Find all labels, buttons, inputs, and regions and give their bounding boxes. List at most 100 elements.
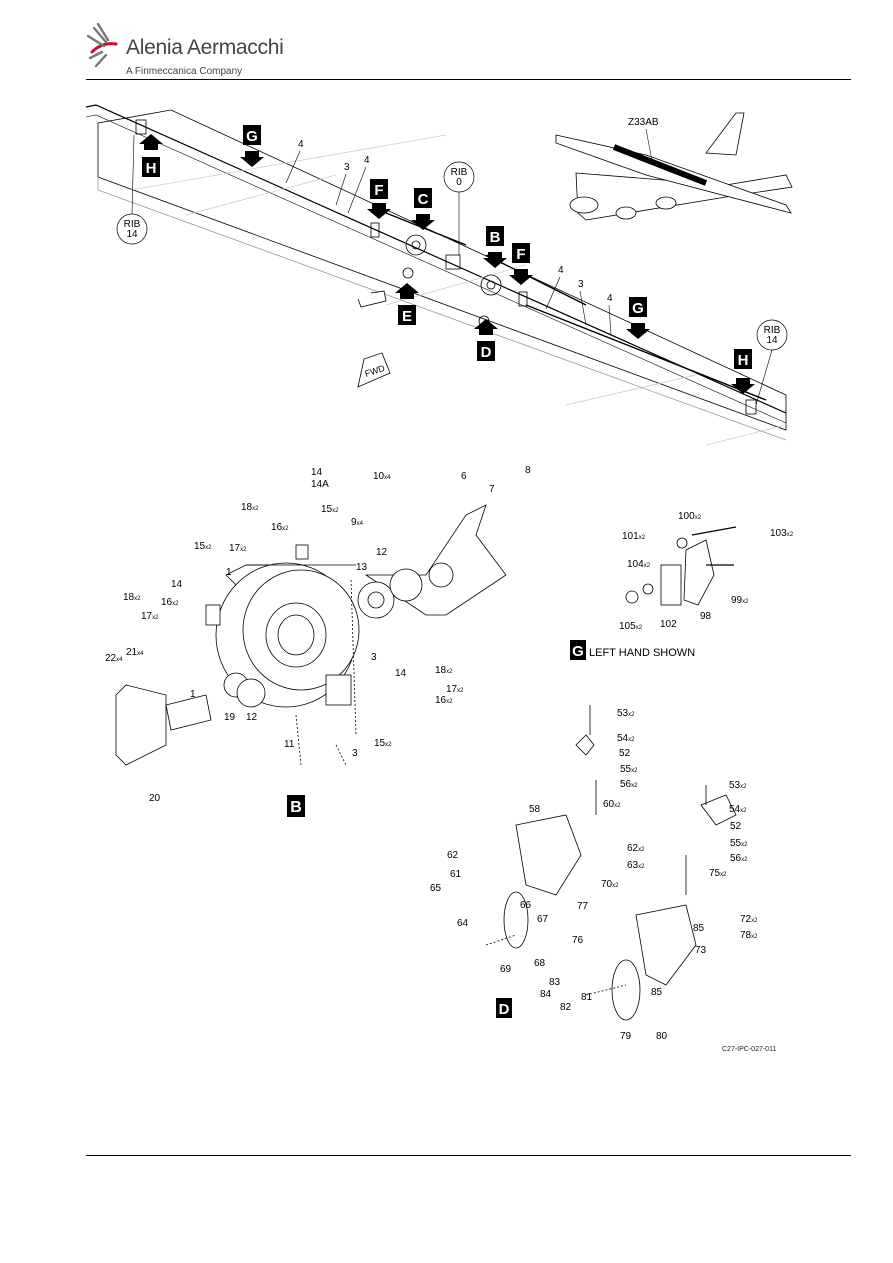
company-name: Alenia Aermacchi bbox=[126, 36, 284, 59]
callout: 3 bbox=[344, 162, 350, 173]
view-letter: H bbox=[146, 160, 157, 177]
svg-text:53x2: 53x2 bbox=[729, 780, 747, 791]
overview-callouts: 4 3 4 4 3 4 bbox=[285, 139, 613, 336]
svg-text:73: 73 bbox=[695, 945, 707, 956]
svg-text:56x2: 56x2 bbox=[620, 779, 638, 790]
svg-text:8: 8 bbox=[525, 465, 531, 476]
svg-text:76: 76 bbox=[572, 935, 584, 946]
svg-text:64: 64 bbox=[457, 918, 469, 929]
svg-text:69: 69 bbox=[500, 964, 512, 975]
svg-text:67: 67 bbox=[537, 914, 549, 925]
svg-text:20: 20 bbox=[149, 793, 161, 804]
svg-text:77: 77 bbox=[577, 901, 589, 912]
svg-text:54x2: 54x2 bbox=[729, 804, 747, 815]
callout: 3 bbox=[578, 279, 584, 290]
view-letter: B bbox=[490, 229, 501, 246]
svg-text:103x2: 103x2 bbox=[770, 528, 794, 539]
detail-d-letter: D bbox=[499, 1001, 510, 1018]
fwd-arrow: FWD bbox=[357, 352, 391, 388]
illustration-reference: C27-IPC-027-011 bbox=[722, 1046, 777, 1053]
footer-rule bbox=[86, 1155, 851, 1156]
svg-text:6: 6 bbox=[461, 471, 467, 482]
detail-g-drawing bbox=[625, 526, 737, 606]
svg-text:18x2: 18x2 bbox=[241, 502, 259, 513]
svg-text:68: 68 bbox=[534, 958, 546, 969]
svg-text:21x4: 21x4 bbox=[126, 647, 144, 658]
svg-text:72x2: 72x2 bbox=[740, 914, 758, 925]
svg-text:105x2: 105x2 bbox=[619, 621, 643, 632]
svg-text:56x2: 56x2 bbox=[730, 853, 748, 864]
svg-text:85: 85 bbox=[651, 987, 663, 998]
svg-text:14A: 14A bbox=[311, 479, 329, 490]
detail-d-drawing bbox=[485, 705, 737, 1021]
svg-text:58: 58 bbox=[529, 804, 541, 815]
svg-text:18x2: 18x2 bbox=[123, 592, 141, 603]
wing-overview bbox=[86, 104, 787, 446]
svg-text:75x2: 75x2 bbox=[709, 868, 727, 879]
svg-text:53x2: 53x2 bbox=[617, 708, 635, 719]
svg-text:12: 12 bbox=[246, 712, 258, 723]
svg-text:63x2: 63x2 bbox=[627, 860, 645, 871]
detail-b-callouts: 14 14A 10x4 6 8 7 18x2 15x2 9x4 16x2 17x… bbox=[105, 465, 531, 817]
detail-d-callouts: 53x2 54x2 52 55x2 56x2 58 60x2 53x2 54x2… bbox=[430, 708, 758, 1042]
svg-text:62x2: 62x2 bbox=[627, 843, 645, 854]
svg-text:82: 82 bbox=[560, 1002, 572, 1013]
svg-text:7: 7 bbox=[489, 484, 495, 495]
company-subtitle: A Finmeccanica Company bbox=[126, 66, 243, 77]
svg-text:78x2: 78x2 bbox=[740, 930, 758, 941]
svg-text:17x2: 17x2 bbox=[141, 611, 159, 622]
svg-text:85: 85 bbox=[693, 923, 705, 934]
svg-text:65: 65 bbox=[430, 883, 442, 894]
svg-text:81: 81 bbox=[581, 992, 593, 1003]
svg-text:52: 52 bbox=[619, 748, 631, 759]
svg-text:62: 62 bbox=[447, 850, 459, 861]
detail-g-caption: LEFT HAND SHOWN bbox=[589, 647, 695, 659]
page-header: Alenia Aermacchi A Finmeccanica Company bbox=[86, 22, 851, 82]
svg-text:14: 14 bbox=[171, 579, 183, 590]
svg-text:10x4: 10x4 bbox=[373, 471, 391, 482]
callout: 4 bbox=[607, 293, 613, 304]
aircraft-inset: Z33AB bbox=[555, 112, 793, 221]
svg-text:104x2: 104x2 bbox=[627, 559, 651, 570]
svg-text:15x2: 15x2 bbox=[321, 504, 339, 515]
svg-text:55x2: 55x2 bbox=[730, 838, 748, 849]
svg-text:80: 80 bbox=[656, 1031, 668, 1042]
svg-text:12: 12 bbox=[376, 547, 388, 558]
view-letter: D bbox=[481, 344, 492, 361]
svg-text:16x2: 16x2 bbox=[161, 597, 179, 608]
svg-text:15x2: 15x2 bbox=[194, 541, 212, 552]
svg-text:1: 1 bbox=[226, 567, 232, 578]
header-rule bbox=[86, 79, 851, 80]
svg-text:17x2: 17x2 bbox=[446, 684, 464, 695]
svg-text:3: 3 bbox=[352, 748, 358, 759]
view-letter: H bbox=[738, 352, 749, 369]
view-letter: G bbox=[246, 128, 258, 145]
view-letters: G H F C B F E D G H bbox=[139, 125, 755, 394]
view-letter: F bbox=[374, 182, 383, 199]
view-letter: E bbox=[402, 308, 412, 325]
view-letter: F bbox=[516, 246, 525, 263]
detail-g-letter: G bbox=[572, 643, 584, 660]
callout: 4 bbox=[558, 265, 564, 276]
svg-text:14: 14 bbox=[311, 467, 323, 478]
svg-text:16x2: 16x2 bbox=[271, 522, 289, 533]
svg-text:61: 61 bbox=[450, 869, 462, 880]
svg-text:54x2: 54x2 bbox=[617, 733, 635, 744]
svg-text:100x2: 100x2 bbox=[678, 511, 702, 522]
callout: 4 bbox=[298, 139, 304, 150]
svg-text:101x2: 101x2 bbox=[622, 531, 646, 542]
svg-text:1: 1 bbox=[190, 689, 196, 700]
svg-text:84: 84 bbox=[540, 989, 552, 1000]
svg-text:19: 19 bbox=[224, 712, 236, 723]
detail-b-drawing bbox=[115, 504, 507, 766]
svg-text:16x2: 16x2 bbox=[435, 695, 453, 706]
aircraft-label: Z33AB bbox=[628, 117, 659, 128]
svg-text:52: 52 bbox=[730, 821, 742, 832]
svg-text:15x2: 15x2 bbox=[374, 738, 392, 749]
svg-text:79: 79 bbox=[620, 1031, 632, 1042]
svg-text:83: 83 bbox=[549, 977, 561, 988]
